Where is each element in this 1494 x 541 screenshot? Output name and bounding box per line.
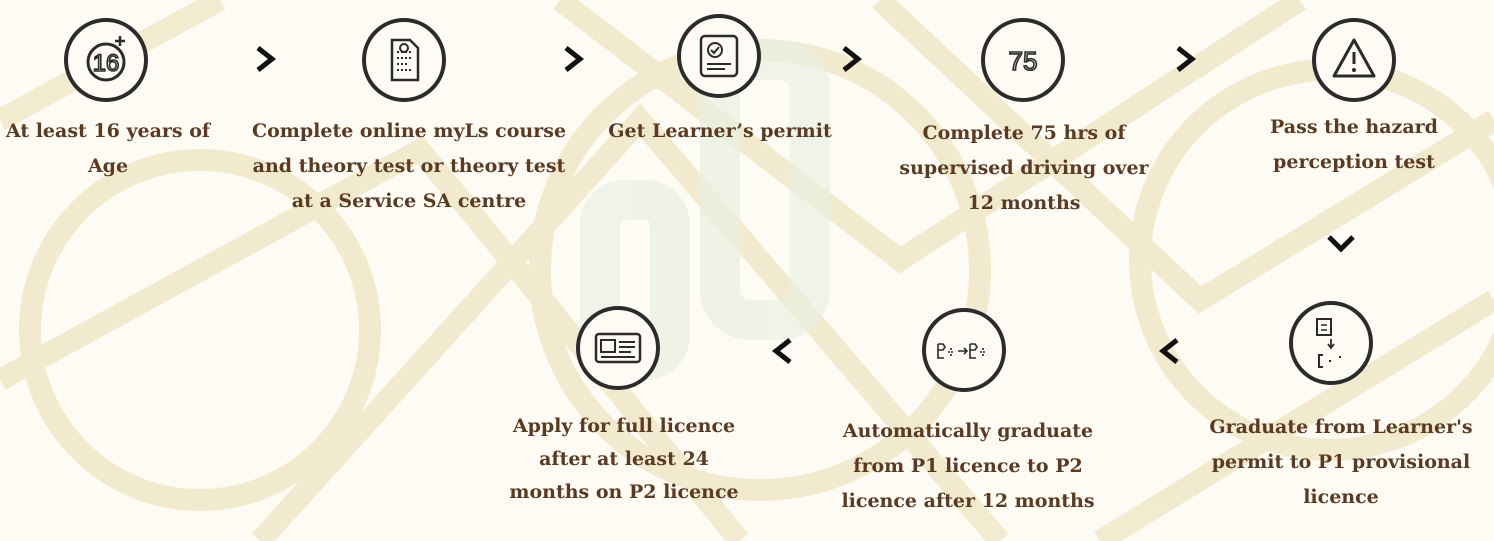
step-label-age: At least 16 years of Age xyxy=(5,120,211,177)
chevron-right-icon xyxy=(250,44,280,74)
age-16-plus-icon: 16 xyxy=(64,18,148,102)
svg-text:16: 16 xyxy=(93,50,120,77)
hazard-warning-icon xyxy=(1312,18,1396,102)
step-label-p2: Automatically graduate from P1 licence t… xyxy=(841,420,1095,512)
theory-test-document-icon xyxy=(362,18,446,102)
step-label-p1: Graduate from Learner's permit to P1 pro… xyxy=(1209,416,1473,508)
chevron-left-icon xyxy=(768,336,798,366)
step-label-course: Complete online myLs course and theory t… xyxy=(251,120,567,212)
learner-to-p1-icon xyxy=(1289,301,1373,385)
full-licence-card-icon xyxy=(576,306,660,390)
step-label-permit: Get Learner’s permit xyxy=(608,120,832,142)
chevron-right-icon xyxy=(558,44,588,74)
75-hours-icon: 75 xyxy=(981,18,1065,102)
chevron-down-icon xyxy=(1326,228,1356,258)
chevron-right-icon xyxy=(1170,44,1200,74)
svg-text:75: 75 xyxy=(1009,46,1038,76)
step-label-full: Apply for full licence after at least 24… xyxy=(509,415,739,503)
chevron-right-icon xyxy=(836,44,866,74)
p1-to-p2-icon xyxy=(922,308,1006,392)
learner-permit-check-icon xyxy=(677,14,761,98)
chevron-left-icon xyxy=(1155,336,1185,366)
step-label-hours: Complete 75 hrs of supervised driving ov… xyxy=(899,122,1149,214)
step-label-hazard: Pass the hazard perception test xyxy=(1270,116,1438,173)
